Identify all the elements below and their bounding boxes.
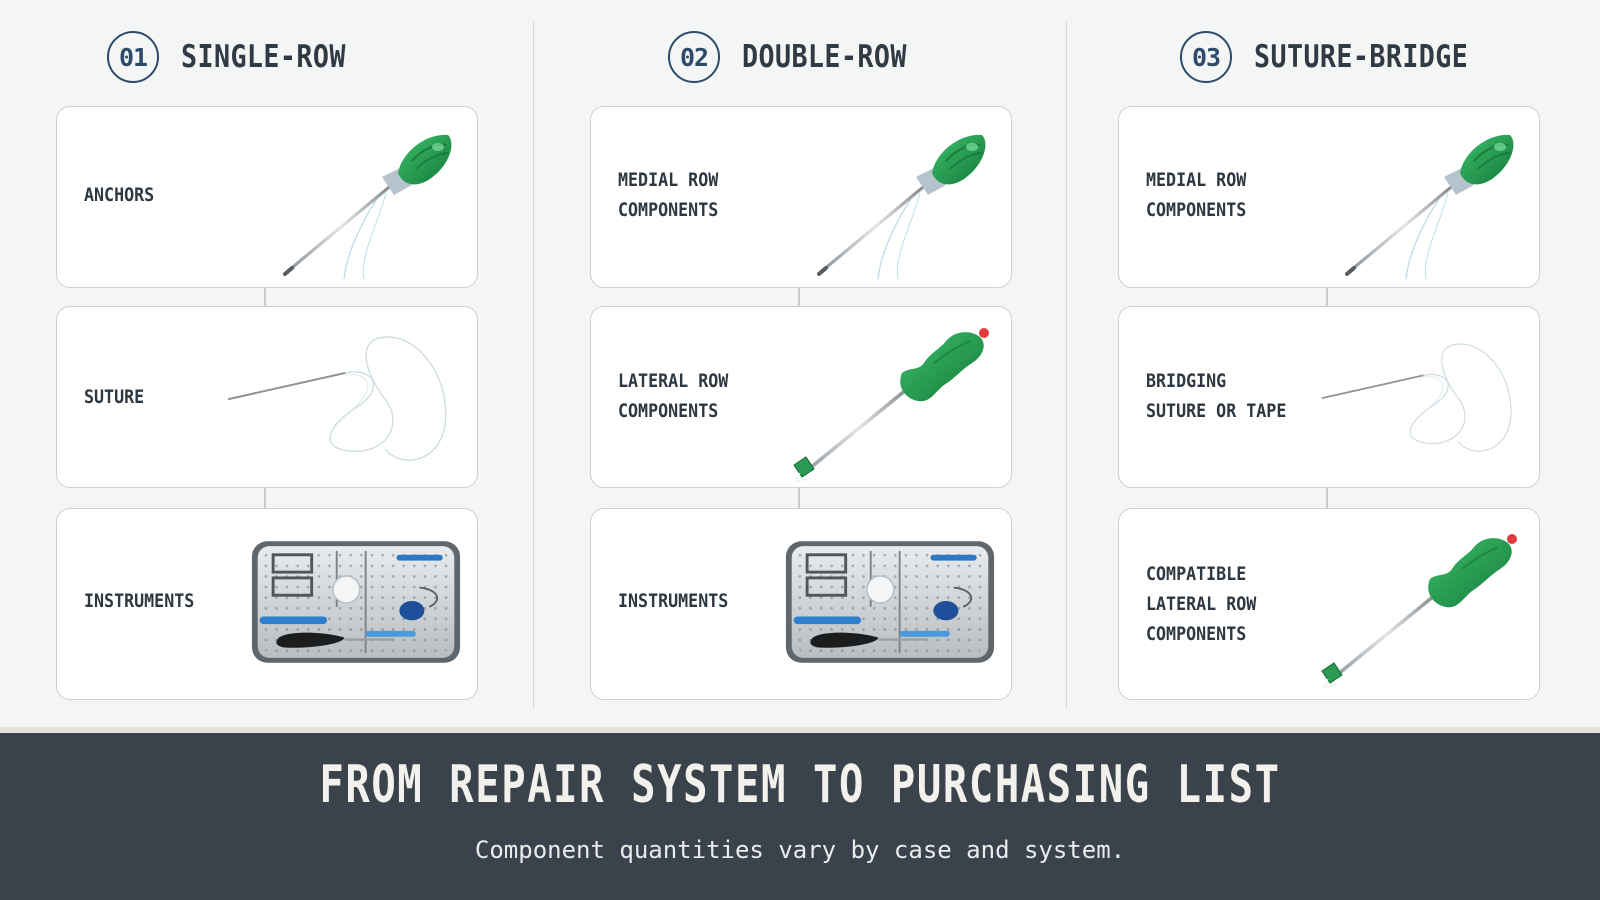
card-label: MEDIAL ROW COMPONENTS <box>618 170 719 221</box>
connector-line <box>1326 488 1328 508</box>
column-double-row: 02 DOUBLE-ROW MEDIAL ROW COMPONENTS LATE… <box>590 0 1060 715</box>
card-label: COMPATIBLE LATERAL ROW COMPONENTS <box>1146 564 1257 645</box>
card-medial-row: MEDIAL ROW COMPONENTS <box>590 106 1012 288</box>
column-number-badge: 03 <box>1180 31 1232 83</box>
card-label: SUTURE <box>84 387 145 408</box>
card-suture: SUTURE <box>56 306 478 488</box>
card-anchors: ANCHORS <box>56 106 478 288</box>
footer-rule <box>0 727 1600 733</box>
card-label: LATERAL ROW COMPONENTS <box>618 371 729 422</box>
column-single-row: 01 SINGLE-ROW ANCHORS SUTURE INSTRUMENTS <box>56 0 526 715</box>
connector-line <box>798 288 800 306</box>
card-label: MEDIAL ROW COMPONENTS <box>1146 170 1247 221</box>
connector-line <box>264 288 266 306</box>
card-instruments: INSTRUMENTS <box>590 508 1012 700</box>
divider-1 <box>533 22 534 708</box>
footer-banner <box>0 733 1600 900</box>
card-label: ANCHORS <box>84 185 155 206</box>
anchor-inserter-icon <box>786 121 986 281</box>
lateral-inserter-icon <box>784 323 994 483</box>
column-number-badge: 02 <box>668 31 720 83</box>
column-suture-bridge: 03 SUTURE-BRIDGE MEDIAL ROW COMPONENTS B… <box>1118 0 1588 715</box>
card-label: INSTRUMENTS <box>618 591 729 612</box>
connector-line <box>1326 288 1328 306</box>
footer-title: FROM REPAIR SYSTEM TO PURCHASING LIST <box>319 755 1281 815</box>
column-header: 02 DOUBLE-ROW <box>668 28 934 86</box>
connector-line <box>798 488 800 508</box>
connector-line <box>264 488 266 508</box>
column-header: 03 SUTURE-BRIDGE <box>1180 28 1503 86</box>
column-title: SINGLE-ROW <box>181 39 346 75</box>
card-bridging-suture: BRIDGING SUTURE OR TAPE <box>1118 306 1540 488</box>
card-compatible-lateral-row: COMPATIBLE LATERAL ROW COMPONENTS <box>1118 508 1540 700</box>
card-instruments: INSTRUMENTS <box>56 508 478 700</box>
card-lateral-row: LATERAL ROW COMPONENTS <box>590 306 1012 488</box>
card-medial-row: MEDIAL ROW COMPONENTS <box>1118 106 1540 288</box>
column-header: 01 SINGLE-ROW <box>107 28 373 86</box>
instrument-tray-icon <box>784 539 996 665</box>
anchor-inserter-icon <box>252 121 452 281</box>
column-title: SUTURE-BRIDGE <box>1254 39 1469 75</box>
instrument-tray-icon <box>250 539 462 665</box>
column-title: DOUBLE-ROW <box>742 39 907 75</box>
divider-2 <box>1066 22 1067 708</box>
anchor-inserter-icon <box>1314 121 1514 281</box>
footer-subtitle: Component quantities vary by case and sy… <box>474 836 1126 864</box>
suture-icon <box>225 329 455 469</box>
suture-icon <box>1319 337 1519 459</box>
lateral-inserter-icon <box>1312 529 1522 689</box>
card-label: INSTRUMENTS <box>84 591 195 612</box>
column-number-badge: 01 <box>107 31 159 83</box>
card-label: BRIDGING SUTURE OR TAPE <box>1146 371 1287 422</box>
